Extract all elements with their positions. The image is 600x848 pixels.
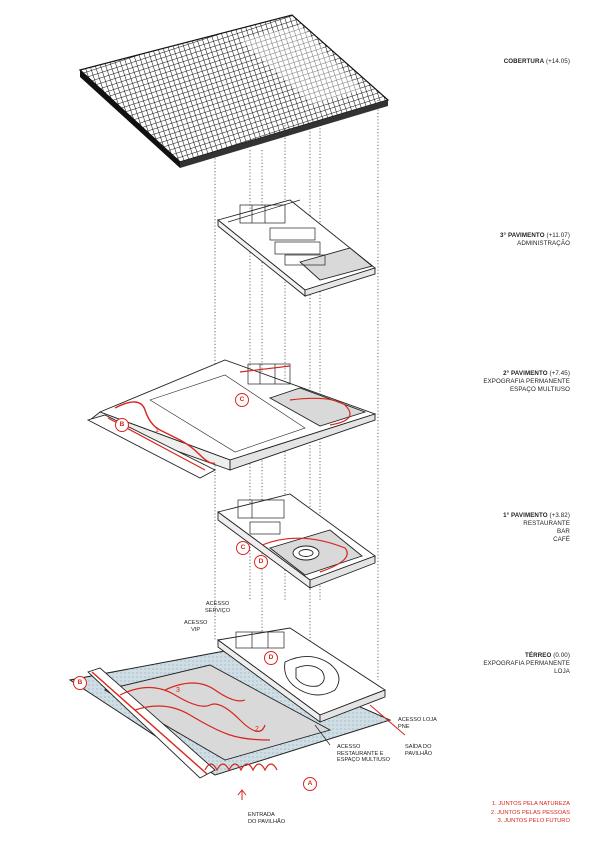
marker-b-upper: B (115, 418, 129, 432)
annotation-line: PAVILHÃO (405, 750, 433, 757)
legend-item-2: 2. JUNTOS PELAS PESSOAS (490, 809, 570, 816)
level-use: CAFÉ (553, 536, 570, 543)
legend-item-3: 3. JUNTOS PELO FUTURO (497, 818, 570, 824)
second-floor-level (86, 359, 377, 479)
annotation-line: ENTRADA (248, 812, 275, 818)
legend-item-1: 1. JUNTOS PELA NATUREZA (491, 801, 570, 807)
annotation-line: ACESSO (184, 620, 208, 626)
legend: 1. JUNTOS PELA NATUREZA 2. JUNTOS PELAS … (491, 800, 570, 826)
level-name: 2° PAVIMENTO (503, 370, 548, 377)
annotation-entrada: ENTRADA DO PAVILHÃO (248, 812, 285, 825)
annotation-acesso-servico: ACESSO SERVIÇO (205, 601, 230, 614)
annotation-line: SERVIÇO (205, 607, 231, 614)
first-floor-level (216, 493, 376, 589)
level-use: EXPOGRAFIA PERMANENTE (483, 660, 570, 667)
level-use: LOJA (554, 668, 570, 675)
level-use: ADMINISTRAÇÃO (517, 240, 570, 247)
marker-d-upper: D (254, 555, 268, 569)
path-number-3: 3 (176, 687, 180, 694)
level-name: 1° PAVIMENTO (503, 512, 548, 519)
level-use: EXPOGRAFIA PERMANENTE (483, 378, 570, 385)
annotation-line: PNE (398, 723, 410, 730)
marker-a: A (303, 777, 317, 791)
marker-d-lower: D (264, 651, 278, 665)
level-elevation: (+14.05) (545, 58, 570, 65)
level-use: RESTAURANTE (523, 520, 570, 527)
level-label-ground: TÉRREO (0.00) EXPOGRAFIA PERMANENTE LOJA (483, 652, 570, 676)
annotation-line: DO PAVILHÃO (248, 818, 286, 825)
annotation-line: ESPAÇO MULTIUSO (337, 757, 390, 764)
marker-c-lower: C (236, 541, 250, 555)
annotation-saida: SAÍDA DO PAVILHÃO (405, 744, 432, 757)
level-use: BAR (556, 528, 570, 535)
level-name: TÉRREO (525, 652, 552, 659)
level-use: ESPAÇO MULTIUSO (509, 386, 570, 393)
annotation-line: ACESSO (205, 601, 230, 607)
level-elevation: (+11.07) (546, 232, 570, 239)
marker-b-lower: B (73, 676, 87, 690)
ground-level (68, 627, 406, 800)
level-label-roof: COBERTURA (+14.05) (504, 58, 570, 66)
annotation-line: ACESSO (337, 744, 361, 750)
level-name: 3° PAVIMENTO (500, 232, 545, 239)
annotation-acesso-restaurante: ACESSO RESTAURANTE E ESPAÇO MULTIUSO (337, 744, 390, 764)
level-elevation: (+3.82) (549, 512, 570, 519)
level-label-third: 3° PAVIMENTO (+11.07) ADMINISTRAÇÃO (500, 232, 570, 248)
annotation-line: ACESSO LOJA (398, 717, 437, 723)
level-label-first: 1° PAVIMENTO (+3.82) RESTAURANTE BAR CAF… (503, 512, 570, 544)
annotation-acesso-vip: ACESSO VIP (184, 620, 207, 633)
level-elevation: (+7.45) (549, 370, 570, 377)
roof-level (78, 14, 390, 168)
annotation-acesso-loja: ACESSO LOJA PNE (398, 717, 437, 730)
path-number-2: 2 (255, 726, 259, 733)
marker-c-upper: C (235, 393, 249, 407)
annotation-line: RESTAURANTE E (337, 750, 384, 757)
level-elevation: (0.00) (553, 652, 570, 659)
third-floor-level (217, 199, 376, 297)
path-number-1: 1 (155, 427, 159, 434)
level-label-second: 2° PAVIMENTO (+7.45) EXPOGRAFIA PERMANEN… (483, 370, 570, 394)
level-name: COBERTURA (503, 58, 545, 65)
annotation-line: SAÍDA DO (405, 744, 432, 750)
annotation-line: VIP (191, 626, 201, 633)
